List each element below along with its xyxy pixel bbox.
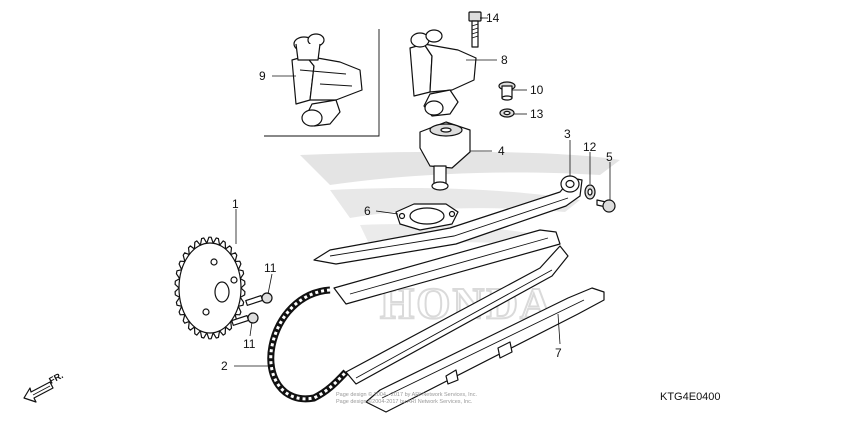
- callout-1: 1: [232, 197, 239, 211]
- part-9-lifter-assembly: [291, 33, 363, 127]
- callout-6: 6: [364, 204, 371, 218]
- part-6-gasket: [395, 203, 459, 231]
- part-7-chain-guide: [365, 287, 605, 413]
- part-11-bolt-upper: [245, 292, 273, 306]
- callout-7: 7: [555, 346, 562, 360]
- callout-2: 2: [221, 359, 228, 373]
- part-3-tensioner-arm: [313, 175, 583, 265]
- callout-12: 12: [583, 140, 597, 154]
- part-12-washer: [584, 184, 596, 200]
- callout-9: 9: [259, 69, 266, 83]
- front-arrow-label: FR.: [47, 370, 64, 386]
- part-14-bolt: [468, 11, 482, 48]
- callout-11-lower: 11: [243, 337, 256, 351]
- leader-lines: [234, 17, 611, 367]
- copyright-line-2: Page design ©2004-2017 by ARI Network Se…: [336, 398, 473, 405]
- part-1-cam-sprocket: [174, 236, 246, 340]
- callout-11-upper: 11: [264, 261, 277, 275]
- callout-3: 3: [564, 127, 571, 141]
- callouts: 1 2 3 4 5 6 7 8 9 10 11 11 12 13 14: [221, 11, 613, 373]
- part-10-sealing-bolt: [498, 81, 516, 101]
- diagram-code: KTG4E0400: [660, 391, 721, 403]
- part-8-lifter: [409, 29, 477, 117]
- copyright-line-1: Page design © 2004 - 2017 by ARI Network…: [336, 391, 477, 398]
- part-13-washer: [499, 108, 515, 118]
- part-2-cam-chain: [267, 229, 569, 403]
- callout-5: 5: [606, 150, 613, 164]
- callout-8: 8: [501, 53, 508, 67]
- callout-10: 10: [530, 83, 544, 97]
- front-direction-arrow: FR.: [23, 370, 65, 403]
- part-11-bolt-lower: [231, 312, 259, 326]
- callout-4: 4: [498, 144, 505, 158]
- part-4-tensioner: [419, 121, 471, 191]
- inset-frame: [264, 29, 380, 137]
- callout-13: 13: [530, 107, 544, 121]
- callout-14: 14: [486, 11, 500, 25]
- part-5-pivot-bolt: [596, 199, 616, 213]
